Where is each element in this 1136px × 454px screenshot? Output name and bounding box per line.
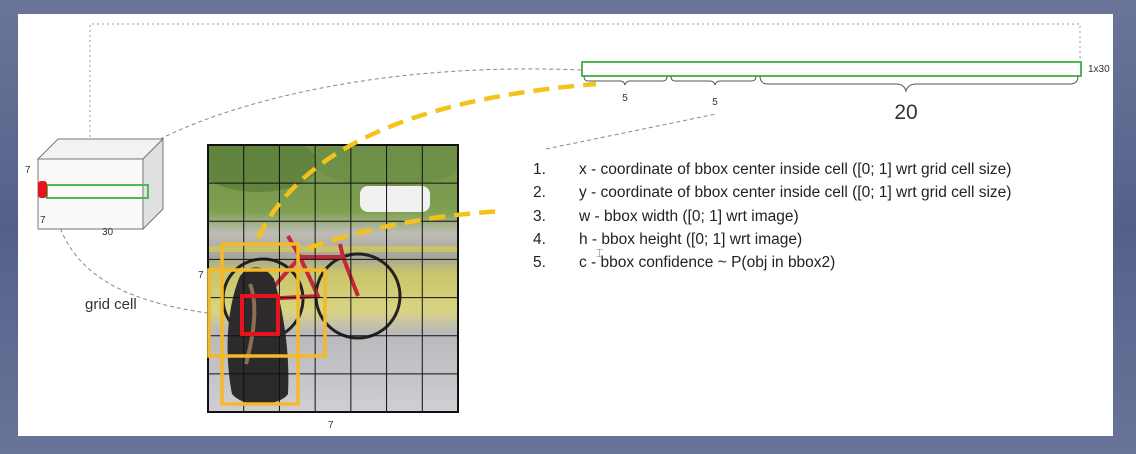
list-item-text: y - coordinate of bbox center inside cel… (579, 184, 1012, 202)
dotted-frame (89, 23, 1081, 142)
list-item-number: 5. (533, 254, 546, 272)
output-vector-bar (581, 61, 1082, 77)
list-item-text: h - bbox height ([0; 1] wrt image) (579, 230, 803, 248)
list-item-number: 4. (533, 230, 546, 248)
segment-label-1: 5 (622, 93, 628, 104)
segment-label-2: 5 (712, 97, 718, 108)
highlighted-grid-cell (240, 294, 280, 336)
brace-segment-3 (759, 75, 1079, 93)
text-cursor-icon: ⌶ (596, 246, 604, 260)
input-image (207, 144, 459, 413)
legend-connector (545, 113, 717, 150)
list-item: 4. h - bbox height ([0; 1] wrt image) (533, 228, 1011, 251)
cube-height-label: 7 (25, 165, 31, 176)
grid-cell-label: grid cell (85, 296, 137, 313)
grid-cell-connector (57, 221, 216, 315)
cube-cell-marker (38, 181, 47, 198)
list-item-text: w - bbox width ([0; 1] wrt image) (579, 207, 799, 225)
bbox-to-vector-arrow (255, 81, 597, 239)
brace-segment-2 (670, 75, 757, 86)
list-item-text: c - bbox confidence ~ P(obj in bbox2) (579, 254, 836, 272)
bbox-to-legend-arrow (307, 208, 505, 251)
grid-side-label: 7 (198, 270, 204, 281)
bbox-2 (207, 268, 327, 358)
segment-label-3: 20 (894, 101, 917, 124)
slide: 7 7 30 1x30 5 5 20 (18, 14, 1113, 436)
output-tensor-cube (36, 137, 165, 231)
cube-width-label: 30 (102, 227, 114, 238)
cube-depth-label: 7 (40, 215, 46, 226)
list-item-number: 2. (533, 184, 546, 202)
output-parameters-list: 1. x - coordinate of bbox center inside c… (533, 158, 1011, 274)
yolo-output-diagram: 7 7 30 1x30 5 5 20 (25, 23, 1110, 431)
brace-segment-1 (583, 75, 668, 86)
list-item-number: 1. (533, 161, 546, 178)
list-item: 1. x - coordinate of bbox center inside c… (533, 158, 1011, 181)
vector-size-label: 1x30 (1088, 64, 1110, 75)
bbox-1 (220, 242, 300, 406)
list-item: 5. c - bbox confidence ~ P(obj in bbox2) (533, 251, 1011, 274)
list-item-number: 3. (533, 207, 546, 225)
grid-bottom-label: 7 (328, 420, 334, 431)
list-item-text: x - coordinate of bbox center inside cel… (579, 161, 1012, 178)
list-item: 3. w - bbox width ([0; 1] wrt image) (533, 205, 1011, 228)
list-item: 2. y - coordinate of bbox center inside c… (533, 181, 1011, 204)
